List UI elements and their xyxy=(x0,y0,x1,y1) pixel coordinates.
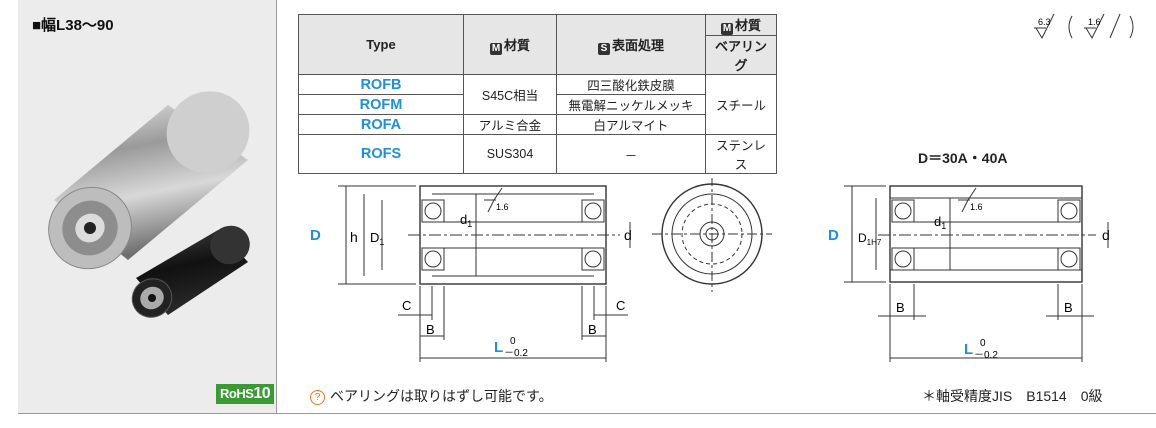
surface-roughness-symbols: 6.3 1.6 xyxy=(1034,13,1134,40)
bearing-cell: スチール xyxy=(705,74,777,135)
bearing-ball-icon xyxy=(424,202,442,220)
bearing-cell: ステンレス xyxy=(705,134,777,174)
rohs-label: RoHS xyxy=(220,386,254,401)
variant-side-view-drawing: D D1H7 d1 1.6 d B B L 0 －0.2 xyxy=(828,185,1110,362)
surface-cell: 四三酸化鉄皮膜 xyxy=(556,74,706,95)
black-roller-image xyxy=(131,225,250,318)
dim-L-label: L xyxy=(494,339,503,356)
bearing-removable-text: ベアリングは取りはずし可能です。 xyxy=(330,388,553,404)
material-cell: SUS304 xyxy=(463,134,557,174)
dim-B-right-label: B xyxy=(588,322,597,337)
bearing-ball-icon xyxy=(894,202,912,220)
dim-L-label: L xyxy=(964,341,973,358)
header-type: Type xyxy=(298,14,464,75)
dim-D1-label: D1 xyxy=(370,230,384,247)
roughness-check-icon xyxy=(1085,13,1105,40)
table-row: ROFA アルミ合金 白アルマイト xyxy=(298,114,777,135)
type-cell: ROFS xyxy=(298,134,464,174)
header-bearing-material-label: 材質 xyxy=(734,18,761,33)
material-icon: M xyxy=(489,42,502,55)
dim-C-left-label: C xyxy=(402,298,411,313)
tolerance-lower: －0.2 xyxy=(974,350,998,361)
dim-h-label: h xyxy=(350,229,358,245)
roughness-other-value: 1.6 xyxy=(1088,17,1101,27)
rohs-badge: RoHS10 xyxy=(216,384,275,404)
header-bearing: ベアリング xyxy=(705,35,777,75)
tolerance-lower: －0.2 xyxy=(504,348,528,359)
tolerance-upper: 0 xyxy=(510,336,516,347)
dim-D1H7-label: D1H7 xyxy=(858,231,882,247)
product-photo-panel: ■幅L38〜90 xyxy=(18,0,277,413)
tolerance-upper: 0 xyxy=(980,338,986,349)
surface-cell: － xyxy=(556,134,706,174)
roughness-value: 1.6 xyxy=(496,202,509,212)
variant-drawing-title: D＝30A・40A xyxy=(918,150,1008,166)
header-material-label: 材質 xyxy=(503,37,530,53)
dim-d1-label: d1 xyxy=(934,214,946,231)
dim-d-label: d xyxy=(624,227,632,243)
dim-D-label: D xyxy=(828,227,839,244)
bearing-ball-icon xyxy=(584,202,602,220)
width-range-title: ■幅L38〜90 xyxy=(32,17,114,34)
material-cell: S45C相当 xyxy=(463,74,557,115)
dim-B-right-label: B xyxy=(1064,300,1073,315)
dim-C-right-label: C xyxy=(616,298,625,313)
product-photo xyxy=(48,91,250,318)
dim-D-label: D xyxy=(310,227,321,244)
material-cell: アルミ合金 xyxy=(463,114,557,135)
silver-roller-image xyxy=(48,91,250,270)
end-view-drawing xyxy=(652,178,772,292)
bearing-ball-icon xyxy=(424,250,442,268)
dim-d1-label: d1 xyxy=(460,212,472,229)
side-view-drawing: D h D1 d1 1.6 d C C B B L 0 －0.2 xyxy=(310,185,632,362)
bearing-removable-note: ? ベアリングは取りはずし可能です。 xyxy=(310,386,553,406)
catalog-frame xyxy=(18,0,1156,414)
precision-note: ＊軸受精度JIS B1514 0級 xyxy=(922,388,1103,404)
bearing-ball-icon xyxy=(894,250,912,268)
roughness-check-icon xyxy=(1035,13,1055,40)
header-surface-label: 表面処理 xyxy=(611,37,664,53)
type-cell: ROFB xyxy=(298,74,464,95)
type-cell: ROFA xyxy=(298,114,464,135)
table-row: ROFS SUS304 － ステンレス xyxy=(298,134,777,174)
surface-cell: 白アルマイト xyxy=(556,114,706,135)
table-row: ROFB S45C相当 四三酸化鉄皮膜 スチール xyxy=(298,74,777,135)
hint-bulb-icon: ? xyxy=(310,390,325,405)
roughness-main-value: 6.3 xyxy=(1038,17,1051,27)
bearing-ball-icon xyxy=(584,250,602,268)
type-cell: ROFM xyxy=(298,94,464,115)
roughness-value: 1.6 xyxy=(970,202,983,212)
bearing-material-icon: M xyxy=(720,23,733,35)
rohs-number: 10 xyxy=(253,385,271,402)
dim-d-label: d xyxy=(1102,227,1110,243)
table-row: ROFM 無電解ニッケルメッキ xyxy=(298,94,777,115)
surface-cell: 無電解ニッケルメッキ xyxy=(556,94,706,115)
bearing-ball-icon xyxy=(1060,250,1078,268)
surface-icon: S xyxy=(597,42,610,55)
bearing-ball-icon xyxy=(1060,202,1078,220)
dim-B-left-label: B xyxy=(896,300,905,315)
dim-B-left-label: B xyxy=(426,322,435,337)
